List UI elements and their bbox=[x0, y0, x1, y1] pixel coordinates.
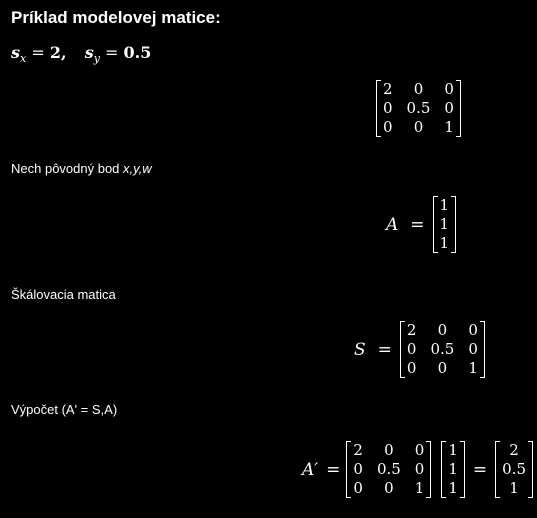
equals-sign: = bbox=[410, 214, 425, 235]
matrix-cell: 0 bbox=[468, 321, 478, 339]
equals-sign: = bbox=[377, 339, 392, 360]
matrix-cell: 0 bbox=[353, 479, 363, 497]
matrix-cell: 0 bbox=[383, 118, 393, 136]
matrix-cell: 0 bbox=[413, 80, 424, 98]
point-vector: 1 1 1 bbox=[439, 196, 451, 253]
model-matrix: 2 0 0 0 0.5 0 0 0 1 bbox=[376, 80, 461, 137]
matrix-cell: 0 bbox=[384, 441, 394, 459]
scale-matrix-equation: S = 2 0 0 0 0.5 0 0 0 1 bbox=[354, 321, 485, 378]
point-symbol: A bbox=[386, 214, 399, 235]
result-vector: 2 0.5 1 bbox=[501, 441, 527, 498]
vector-cell: 1 bbox=[439, 234, 450, 252]
vector-cell: 2 bbox=[509, 441, 519, 459]
matrix-cell: 0.5 bbox=[430, 340, 455, 358]
matrix-cell: 0 bbox=[413, 118, 424, 136]
vector-cell: 0.5 bbox=[502, 460, 526, 478]
matrix-cell: 0 bbox=[414, 441, 425, 459]
calculation-equation: A′ = 2 0 0 0 0.5 0 0 0 1 1 1 1 bbox=[302, 441, 533, 498]
matrix-cell: 1 bbox=[444, 118, 454, 136]
matrix-cell: 1 bbox=[414, 479, 425, 497]
page-title: Príklad modelovej matice: bbox=[11, 8, 221, 27]
calc-matrix: 2 0 0 0 0.5 0 0 0 1 bbox=[352, 441, 425, 498]
scale-parameters-formula: sx = 2, sy = 0.5 bbox=[11, 43, 152, 66]
vector-cell: 1 bbox=[448, 460, 458, 478]
matrix-cell: 0 bbox=[353, 460, 363, 478]
matrix-cell: 0 bbox=[406, 340, 417, 358]
matrix-cell: 0 bbox=[444, 99, 454, 117]
matrix-cell: 0 bbox=[406, 359, 417, 377]
model-matrix-table: 2 0 0 0 0.5 0 0 0 1 bbox=[382, 80, 455, 137]
matrix-cell: 0 bbox=[384, 479, 394, 497]
matrix-cell: 2 bbox=[383, 80, 393, 98]
result-symbol: A′ bbox=[302, 459, 319, 480]
matrix-cell: 0.5 bbox=[376, 460, 401, 478]
vector-cell: 1 bbox=[439, 215, 450, 233]
matrix-cell: 2 bbox=[406, 321, 417, 339]
point-equation: A = 1 1 1 bbox=[386, 196, 457, 253]
vector-cell: 1 bbox=[448, 479, 458, 497]
matrix-cell: 1 bbox=[468, 359, 478, 377]
matrix-cell: 0.5 bbox=[406, 99, 431, 117]
point-description-text: Nech pôvodný bod bbox=[11, 161, 124, 176]
point-vars: x,y,w bbox=[123, 161, 152, 176]
vector-cell: 1 bbox=[509, 479, 519, 497]
equals-sign: = bbox=[472, 459, 488, 480]
scale-symbol: S bbox=[354, 339, 366, 360]
matrix-cell: 0 bbox=[437, 359, 448, 377]
matrix-cell: 0 bbox=[414, 460, 425, 478]
calc-vector: 1 1 1 bbox=[447, 441, 459, 498]
point-description: Nech pôvodný bod x,y,w bbox=[11, 161, 152, 176]
equals-sign: = bbox=[326, 459, 341, 480]
vector-cell: 1 bbox=[448, 441, 458, 459]
matrix-cell: 0 bbox=[383, 99, 393, 117]
matrix-cell: 2 bbox=[353, 441, 363, 459]
scale-matrix-label: Škálovacia matica bbox=[11, 287, 116, 302]
calculation-label: Výpočet (A' = S,A) bbox=[11, 402, 118, 417]
matrix-cell: 0 bbox=[468, 340, 478, 358]
scale-matrix: 2 0 0 0 0.5 0 0 0 1 bbox=[406, 321, 479, 378]
matrix-cell: 0 bbox=[437, 321, 448, 339]
matrix-cell: 0 bbox=[444, 80, 454, 98]
vector-cell: 1 bbox=[439, 196, 450, 214]
